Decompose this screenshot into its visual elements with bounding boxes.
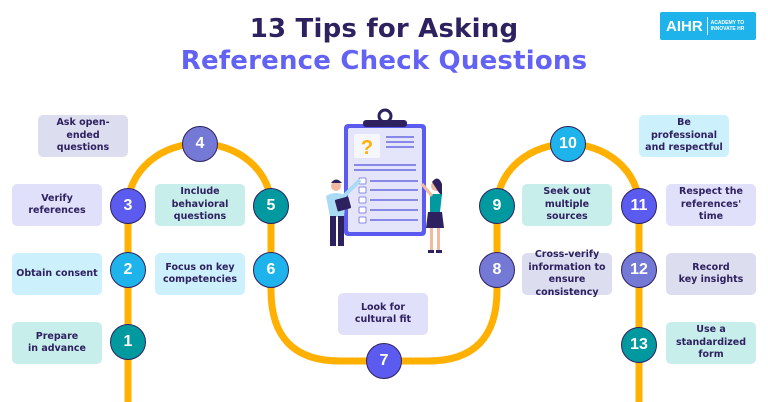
logo-tagline-line-1: ACADEMY TO	[710, 20, 745, 26]
step-circle-12: 12	[621, 252, 657, 288]
step-circle-10: 10	[550, 126, 586, 162]
tip-card-13: Use a standardized form	[666, 322, 756, 364]
tip-card-5: Include behavioral questions	[155, 184, 245, 226]
tip-card-3: Verify references	[12, 184, 102, 226]
clipboard-checklist-illustration: ?	[326, 108, 444, 253]
tip-card-10: Be professional and respectful	[639, 115, 729, 157]
tip-card-2: Obtain consent	[12, 253, 102, 295]
step-circle-6: 6	[253, 252, 289, 288]
tip-card-1: Prepare in advance	[12, 322, 102, 364]
tip-card-4: Ask open-ended questions	[38, 115, 128, 157]
step-circle-3: 3	[110, 188, 146, 224]
step-circle-4: 4	[182, 126, 218, 162]
title-line-2: Reference Check Questions	[180, 46, 588, 76]
tip-card-11: Respect the references' time	[666, 184, 756, 226]
title-line-1: 13 Tips for Asking	[249, 14, 519, 44]
step-circle-7: 7	[366, 343, 402, 379]
step-circle-11: 11	[621, 188, 657, 224]
step-circle-8: 8	[479, 252, 515, 288]
logo-divider	[706, 17, 708, 35]
tip-card-6: Focus on key competencies	[155, 253, 245, 295]
step-circle-5: 5	[253, 188, 289, 224]
logo-brand: AIHR	[666, 17, 703, 35]
step-circle-2: 2	[110, 252, 146, 288]
step-circle-13: 13	[621, 327, 657, 363]
logo-tagline-line-2: INNOVATE HR	[710, 26, 745, 32]
logo-tagline: ACADEMY TO INNOVATE HR	[708, 20, 745, 32]
tip-card-9: Seek out multiple sources	[522, 184, 612, 226]
aihr-logo: AIHR ACADEMY TO INNOVATE HR	[660, 12, 756, 40]
tip-card-7: Look for cultural fit	[338, 293, 428, 335]
step-circle-1: 1	[110, 324, 146, 360]
step-circle-9: 9	[479, 188, 515, 224]
tip-card-8: Cross-verify information to ensure consi…	[522, 249, 612, 298]
tip-card-12: Record key insights	[666, 253, 756, 295]
svg-text:?: ?	[361, 137, 373, 159]
